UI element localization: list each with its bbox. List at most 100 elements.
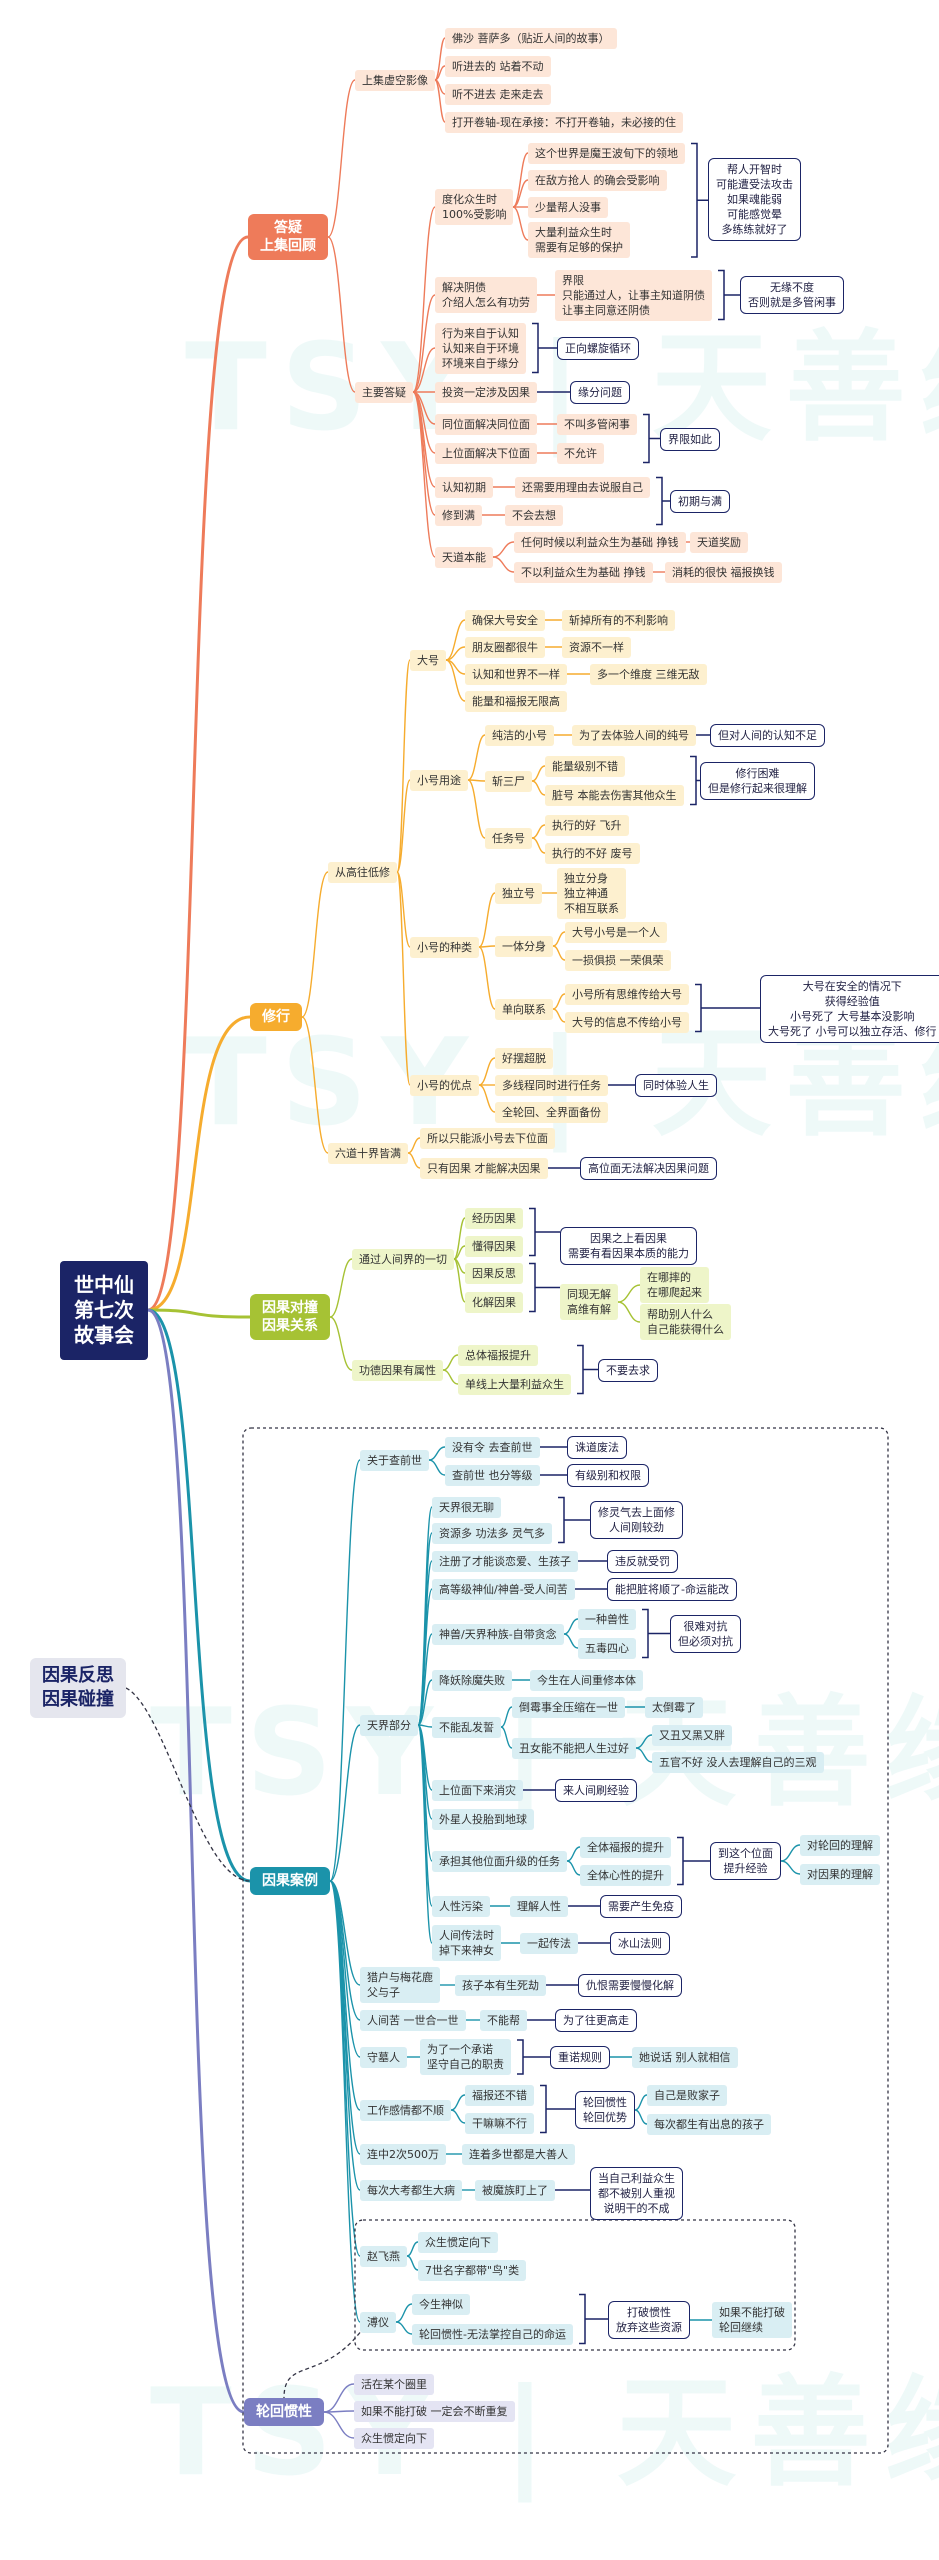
node-e5[interactable]: 守墓人 [360,2046,407,2068]
node-n2f[interactable]: 上位面解决下位面 [435,442,537,464]
node-e10-note2[interactable]: 如果不能打破 轮回继续 [712,2302,792,2338]
node-n2i2a[interactable]: 消耗的很快 福报换钱 [665,561,782,583]
node-k2[interactable]: 功德因果有属性 [352,1359,443,1381]
node-n1a[interactable]: 佛沙 菩萨多（贴近人间的故事） [445,27,617,49]
node-e10[interactable]: 溥仪 [360,2311,396,2333]
node-e2g1[interactable]: 倒霉事全压缩在一世 [512,1696,625,1718]
node-e8a[interactable]: 被魔族盯上了 [475,2179,555,2201]
node-p1b2[interactable]: 斩三尸 [485,770,532,792]
node-e6b[interactable]: 干嘛嘛不行 [465,2112,534,2134]
node-p1c1x[interactable]: 独立分身 独立神通 不相互联系 [557,867,626,919]
summary-box-n2ef-note[interactable]: 界限如此 [660,427,720,451]
node-k1b[interactable]: 懂得因果 [465,1235,523,1257]
node-e2h[interactable]: 上位面下来消灾 [432,1779,523,1801]
node-k1d[interactable]: 化解因果 [465,1291,523,1313]
node-p1a3[interactable]: 认知和世界不一样 [465,663,567,685]
node-r3[interactable]: 众生惯定向下 [354,2427,434,2449]
node-e2e1[interactable]: 一种兽性 [578,1608,636,1630]
node-e2k[interactable]: 人性污染 [432,1895,490,1917]
node-k1a[interactable]: 经历因果 [465,1207,523,1229]
node-e10a[interactable]: 今生神似 [412,2293,470,2315]
node-k1[interactable]: 通过人间界的一切 [352,1248,454,1270]
node-e6n1[interactable]: 自己是败家子 [647,2084,727,2106]
node-e2b[interactable]: 资源多 功法多 灵气多 [432,1522,552,1544]
node-p1a2x[interactable]: 资源不一样 [562,636,631,658]
node-k2a[interactable]: 总体福报提升 [458,1344,538,1366]
category-c1[interactable]: 答疑 上集回顾 [248,214,328,260]
summary-box-p1b1-note[interactable]: 但对人间的认知不足 [710,723,825,747]
summary-box-p2b-note[interactable]: 高位面无法解决因果问题 [580,1156,717,1180]
summary-box-n2b-note[interactable]: 无缘不度 否则就是多管闲事 [740,276,844,314]
summary-box-e2k-note[interactable]: 需要产生免疫 [600,1894,682,1918]
node-e4a[interactable]: 不能帮 [480,2009,527,2031]
node-r1[interactable]: 活在某个圈里 [354,2373,434,2395]
floating-topic[interactable]: 因果反思 因果碰撞 [30,1658,126,1718]
node-e6n2[interactable]: 每次都生有出息的孩子 [647,2113,771,2135]
node-n2i1[interactable]: 任何时候以利益众生为基础 挣钱 [514,531,686,553]
summary-box-e2c-note[interactable]: 违反就受罚 [607,1549,678,1573]
node-p1d[interactable]: 小号的优点 [410,1074,479,1096]
node-e2g2b[interactable]: 五官不好 没人去理解自己的三观 [652,1751,824,1773]
node-n1c[interactable]: 听不进去 走来走去 [445,83,551,105]
node-e5a[interactable]: 为了一个承诺 坚守自己的职责 [420,2039,511,2075]
node-e2f[interactable]: 降妖除魔失败 [432,1669,512,1691]
node-p1b1[interactable]: 纯洁的小号 [485,724,554,746]
node-p1d2[interactable]: 多线程同时进行任务 [495,1074,608,1096]
summary-box-p1c3-note[interactable]: 大号在安全的情况下 获得经验值 小号死了 大号基本没影响 大号死了 小号可以独立… [760,975,939,1043]
node-e9b[interactable]: 7世名字都带"鸟"类 [418,2259,527,2281]
category-c4[interactable]: 因果案例 [250,1867,330,1895]
node-p1a1[interactable]: 确保大号安全 [465,609,545,631]
node-p1a3x[interactable]: 多一个维度 三维无敌 [590,663,707,685]
node-n2a3[interactable]: 少量帮人没事 [528,196,608,218]
summary-box-n2d-note[interactable]: 缘分问题 [570,380,630,404]
node-n2i[interactable]: 天道本能 [435,546,493,568]
node-n1b[interactable]: 听进去的 站着不动 [445,55,551,77]
summary-box-n2gh-note[interactable]: 初期与满 [670,489,730,513]
node-p1a[interactable]: 大号 [410,649,446,671]
node-e5-note2[interactable]: 她说话 别人就相信 [632,2046,738,2068]
node-e2f1[interactable]: 今生在人间重修本体 [530,1669,643,1691]
node-p1d3[interactable]: 全轮回、全界面备份 [495,1101,608,1123]
node-e7[interactable]: 连中2次500万 [360,2143,446,2165]
summary-box-e2ab-note[interactable]: 修灵气去上面修 人间刚较劲 [590,1501,683,1539]
node-n2c[interactable]: 行为来自于认知 认知来自于环境 环境来自于缘分 [435,322,526,374]
node-e2a[interactable]: 天界很无聊 [432,1496,501,1518]
node-p1c[interactable]: 小号的种类 [410,936,479,958]
category-c3[interactable]: 因果对撞 因果关系 [250,1294,330,1340]
node-p1c3a[interactable]: 小号所有思维传给大号 [565,983,689,1005]
node-e1b[interactable]: 查前世 也分等级 [445,1464,540,1486]
node-e2j1[interactable]: 全体福报的提升 [580,1836,671,1858]
node-e2g2a[interactable]: 又丑又黑又胖 [652,1724,732,1746]
summary-box-k1ab-note[interactable]: 因果之上看因果 需要有看因果本质的能力 [560,1227,697,1265]
root-topic[interactable]: 世中仙 第七次 故事会 [60,1260,148,1360]
node-e10b[interactable]: 轮回惯性-无法掌控自己的命运 [412,2323,573,2345]
node-p1b3a[interactable]: 执行的好 飞升 [545,814,629,836]
summary-box-e3-note[interactable]: 仇恨需要慢慢化解 [578,1973,682,1997]
summary-box-e1a-note[interactable]: 诛道废法 [567,1435,627,1459]
node-p1c3[interactable]: 单向联系 [495,998,553,1020]
node-p1[interactable]: 从高往低修 [328,861,397,883]
node-p2[interactable]: 六道十界皆满 [328,1142,408,1164]
node-e2g1a[interactable]: 太倒霉了 [645,1696,703,1718]
node-n2a1[interactable]: 这个世界是魔王波旬下的领地 [528,142,685,164]
node-n1[interactable]: 上集虚空影像 [355,69,435,91]
node-n2e[interactable]: 同位面解决同位面 [435,413,537,435]
node-n2g[interactable]: 认知初期 [435,476,493,498]
node-p1a4[interactable]: 能量和福报无限高 [465,690,567,712]
node-r2[interactable]: 如果不能打破 一定会不断重复 [354,2400,515,2422]
node-p1c1[interactable]: 独立号 [495,882,542,904]
node-p1c2[interactable]: 一体分身 [495,935,553,957]
node-e4[interactable]: 人间苦 一世合一世 [360,2009,466,2031]
node-e2g[interactable]: 不能乱发誓 [432,1716,501,1738]
summary-box-e2h-note[interactable]: 来人间刷经验 [555,1778,637,1802]
summary-box-e2l-note[interactable]: 冰山法则 [610,1931,670,1955]
summary-box-n2a-note[interactable]: 帮人开智时 可能遭受法攻击 如果魂能弱 可能感觉晕 多练练就好了 [708,157,801,241]
node-p1c2b[interactable]: 一损俱损 一荣俱荣 [565,949,671,971]
node-e2l1[interactable]: 一起传法 [520,1932,578,1954]
node-k1n1[interactable]: 在哪摔的 在哪爬起来 [640,1267,709,1303]
node-k2b[interactable]: 单线上大量利益众生 [458,1373,571,1395]
node-n2h[interactable]: 修到满 [435,504,482,526]
node-n2a4[interactable]: 大量利益众生时 需要有足够的保护 [528,222,630,258]
summary-box-e6-note[interactable]: 轮回惯性 轮回优势 [575,2091,635,2129]
node-e2e2[interactable]: 五毒四心 [578,1637,636,1659]
